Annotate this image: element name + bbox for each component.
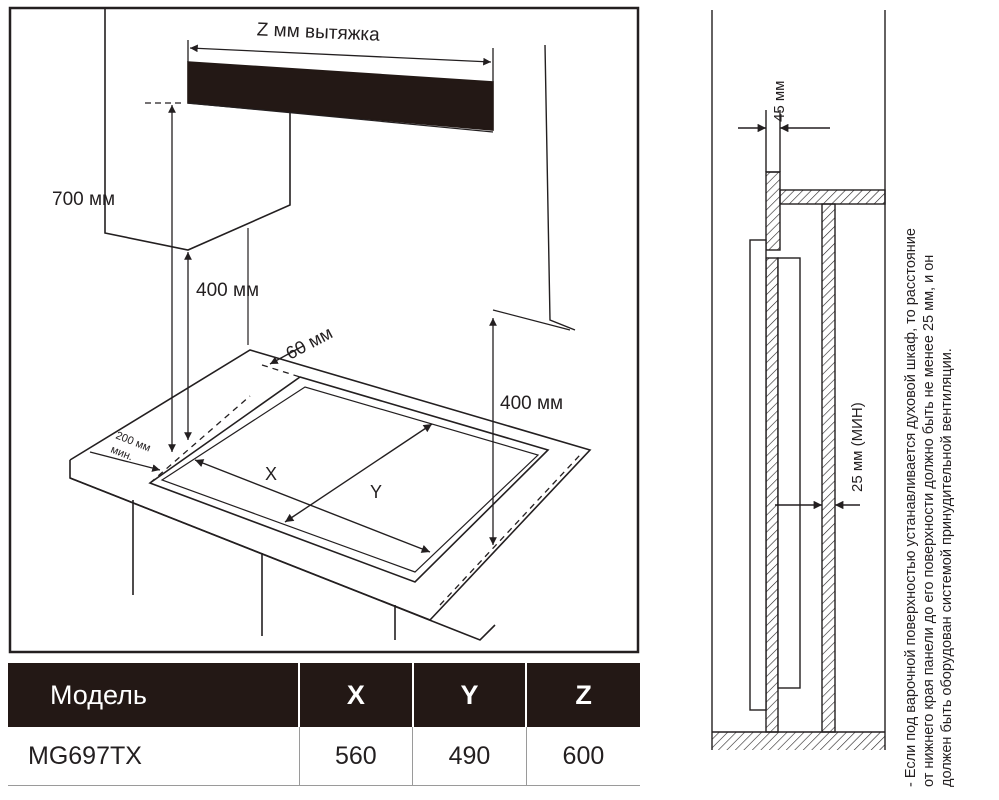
vent-gap-label: 25 мм (МИН) — [849, 402, 866, 492]
table-row: MG697TX 560 490 600 — [8, 727, 640, 786]
wall-cabinet — [104, 8, 291, 345]
oven-frame — [765, 257, 779, 733]
oven-door — [749, 239, 767, 711]
dimension-lines — [89, 40, 497, 545]
y-axis-label: Y — [370, 482, 382, 502]
clearance-lines — [149, 364, 581, 606]
spec-header-row: Модель X Y Z — [8, 663, 640, 727]
cell-z: 600 — [526, 727, 640, 786]
note-line-2: от нижнего края панели до его поверхност… — [921, 254, 937, 787]
header-x: X — [299, 663, 414, 727]
depth-label: 45 мм — [771, 81, 788, 122]
rear-gap-label: 60 мм — [282, 323, 335, 364]
cell-model: MG697TX — [8, 727, 300, 786]
header-z: Z — [526, 663, 640, 727]
right-cabinet — [544, 44, 576, 331]
cell-y: 490 — [412, 727, 527, 786]
worktop-section — [779, 189, 886, 205]
x-axis-label: X — [265, 464, 277, 484]
drawing-frame — [8, 6, 640, 654]
floor-section — [712, 732, 885, 750]
hob-lip — [765, 171, 781, 251]
perspective-view — [8, 6, 640, 654]
cell-x: 560 — [299, 727, 414, 786]
header-model: Модель — [8, 663, 300, 727]
note-line-1: - Если под варочной поверхностью устанав… — [903, 228, 919, 787]
oven-body — [777, 257, 801, 689]
header-y: Y — [412, 663, 528, 727]
range-hood — [187, 61, 494, 131]
depth-dimension — [738, 110, 830, 172]
note-line-3: должен быть оборудован системой принудит… — [939, 348, 955, 787]
hood-clearance-label: 400 мм — [196, 280, 259, 301]
installation-note: - Если под варочной поверхностью устанав… — [902, 27, 956, 787]
hood-width-label: Z мм вытяжка — [256, 19, 380, 45]
x-arrow — [194, 459, 431, 553]
side-wall-clearance-label: 400 мм — [500, 393, 563, 414]
rear-panel — [821, 203, 836, 733]
cabinet-height-label: 700 мм — [52, 189, 115, 210]
spec-table: Модель X Y Z MG697TX 560 490 600 — [8, 663, 640, 786]
side-section-view — [711, 10, 886, 750]
y-arrow — [284, 423, 433, 523]
xy-arrows — [194, 423, 433, 553]
